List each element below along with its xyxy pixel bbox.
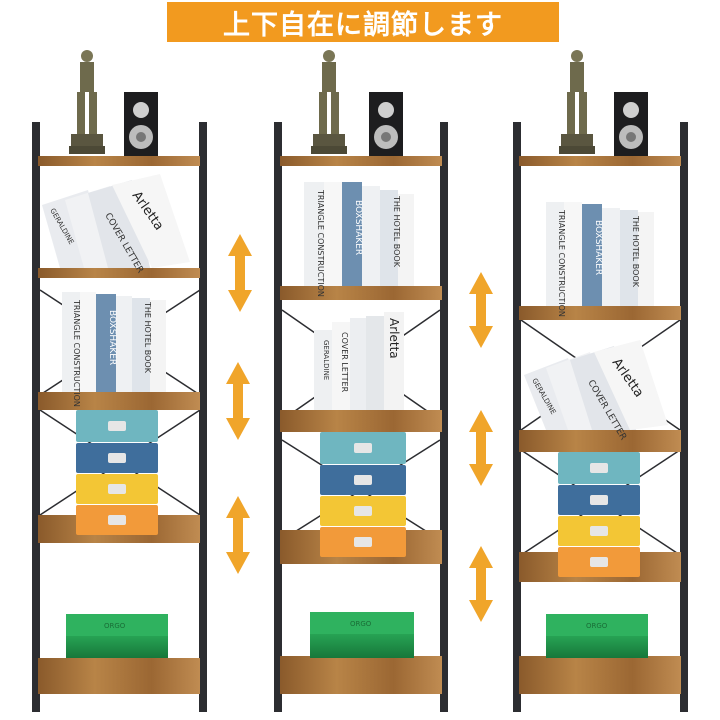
drawer-stack xyxy=(76,410,158,535)
up-down-arrow-icon xyxy=(469,272,493,348)
speaker xyxy=(369,92,403,156)
book-spine-text: TRIANGLE CONSTRUCTION xyxy=(72,299,81,407)
upright-books: TRIANGLE CONSTRUCTION BOXSHAKER THE HOTE… xyxy=(62,292,166,407)
box-label: ORGO xyxy=(104,622,126,630)
green-box: ORGO xyxy=(66,614,168,658)
drawer-stack xyxy=(320,432,406,557)
knight-statue xyxy=(69,50,105,154)
book-spine-text: BOXSHAKER xyxy=(593,220,603,275)
box-label: ORGO xyxy=(586,622,608,630)
banner-title: 上下自在に調節します xyxy=(167,2,559,42)
up-down-arrow-icon xyxy=(226,496,250,574)
speaker xyxy=(124,92,158,156)
drawer-stack xyxy=(558,452,640,577)
green-box: ORGO xyxy=(546,614,648,658)
up-down-arrow-icon xyxy=(228,234,252,312)
box-label: ORGO xyxy=(350,620,372,628)
book-spine-text: BOXSHAKER xyxy=(353,200,363,255)
book-spine-text: COVER LETTER xyxy=(340,332,349,393)
book-spine-text: THE HOTEL BOOK xyxy=(631,215,640,288)
book-spine-text: Arletta xyxy=(387,318,401,359)
book-spine-text: TRIANGLE CONSTRUCTION xyxy=(316,189,325,297)
leaning-books: COVER LETTER Arletta GERALDINE xyxy=(524,340,668,442)
upright-books-lower: GERALDINE COVER LETTER Arletta xyxy=(314,312,404,410)
book-spine-text: THE HOTEL BOOK xyxy=(143,301,152,374)
book-spine-text: BOXSHAKER xyxy=(107,310,117,365)
up-down-arrow-icon xyxy=(469,546,493,622)
upright-books: TRIANGLE CONSTRUCTION BOXSHAKER THE HOTE… xyxy=(546,202,654,317)
shelf-unit-right: TRIANGLE CONSTRUCTION BOXSHAKER THE HOTE… xyxy=(513,50,688,712)
knight-statue xyxy=(559,50,595,154)
shelf-unit-left: COVER LETTER Arletta GERALDINE TRIANGLE … xyxy=(32,50,207,712)
knight-statue xyxy=(311,50,347,154)
book-spine-text: GERALDINE xyxy=(322,340,330,380)
speaker xyxy=(614,92,648,156)
green-box: ORGO xyxy=(310,612,414,658)
leaning-books: COVER LETTER Arletta GERALDINE xyxy=(42,174,190,275)
up-down-arrow-icon xyxy=(226,362,250,440)
shelf-unit-middle: TRIANGLE CONSTRUCTION BOXSHAKER THE HOTE… xyxy=(274,50,448,712)
book-spine-text: THE HOTEL BOOK xyxy=(392,195,401,268)
up-down-arrow-icon xyxy=(469,410,493,486)
book-spine-text: TRIANGLE CONSTRUCTION xyxy=(557,209,566,317)
upright-books: TRIANGLE CONSTRUCTION BOXSHAKER THE HOTE… xyxy=(304,182,414,297)
